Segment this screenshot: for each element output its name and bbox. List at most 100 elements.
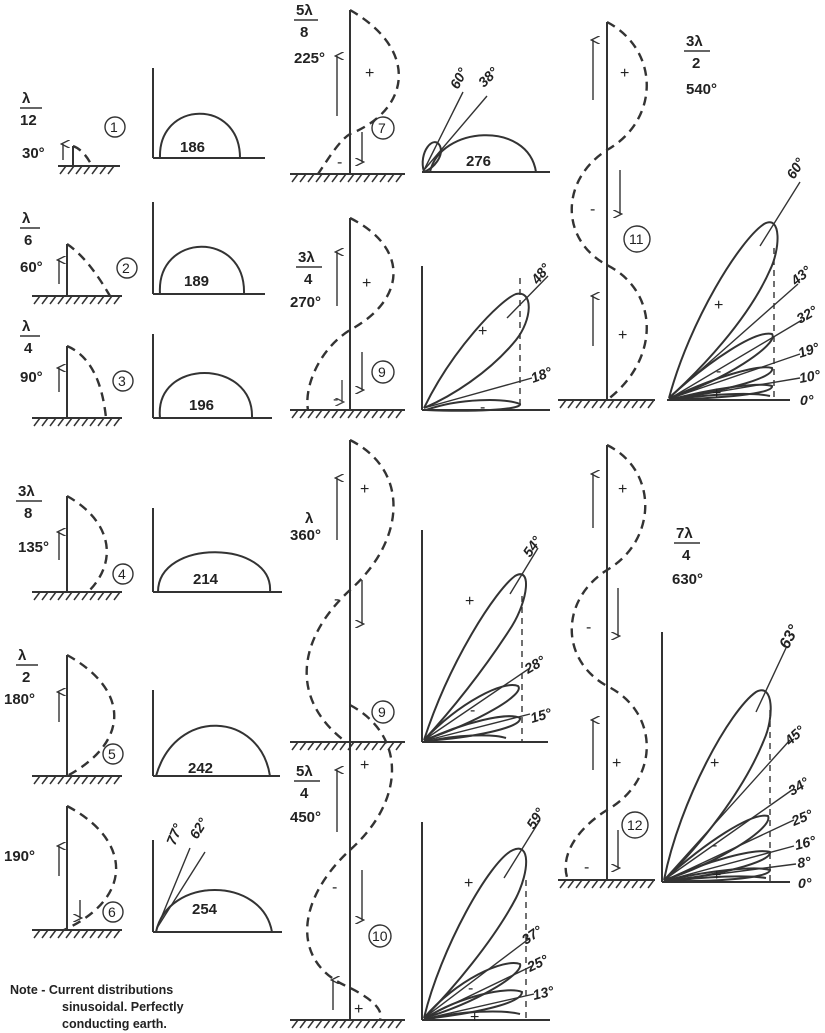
panel-9-fraction: λ (305, 510, 314, 527)
panel-6-angle-62: 62° (186, 815, 211, 842)
lobe-direction-line (423, 713, 531, 742)
current-distribution (317, 8, 400, 175)
polarity-sign: + (360, 481, 369, 498)
polarity-sign: - (586, 619, 591, 636)
panel-3-number: 3 (112, 370, 134, 392)
current-distribution (306, 216, 395, 411)
polarity-sign: - (470, 702, 475, 719)
radiation-lobe (423, 684, 520, 741)
panel-7-angle-60: 60° (447, 65, 471, 92)
panel-11-fraction-num: 3λ (686, 33, 703, 50)
panel-12-angle-25: 25° (788, 806, 815, 829)
polarity-sign: - (590, 201, 595, 218)
panel-12-number: 12 (621, 811, 649, 839)
radiation-lobe (155, 889, 273, 933)
lobe-direction-line (663, 789, 793, 881)
svg-text:6: 6 (108, 904, 116, 920)
polarity-sign: + (465, 593, 474, 610)
panel-1-degrees: 30° (22, 145, 45, 162)
panel-9-angle-15: 15° (528, 705, 553, 726)
panel-10-angle-25: 25° (524, 951, 551, 975)
lobe-direction-line (156, 847, 191, 929)
panel-11-angle-19: 19° (796, 339, 821, 361)
polarity-sign: - (480, 399, 485, 416)
panel-2-fraction-num: λ (22, 210, 31, 227)
panel-11: 3λ 2 540° + - + 11 60° 43° 32° 19° 10 (558, 20, 822, 409)
radiation-lobe (423, 847, 528, 1019)
svg-text:9: 9 (378, 704, 386, 720)
polarity-sign: + (712, 385, 721, 402)
panel-12: 7λ 4 630° + - + - 12 63° 45° (558, 443, 818, 891)
svg-text:2: 2 (122, 260, 130, 276)
svg-text:3: 3 (118, 373, 126, 389)
polarity-sign: + (612, 755, 621, 772)
panel-9-angle-28: 28° (521, 652, 549, 677)
panel-3-fraction-num: λ (22, 318, 31, 335)
lobe-direction-line (423, 667, 531, 741)
radiation-lobe (158, 245, 246, 295)
panel-11-angle-10: 10° (798, 366, 822, 386)
radiation-lobe (157, 551, 272, 593)
panel-12-degrees: 630° (672, 571, 703, 588)
panel-8-number: 9 (371, 360, 395, 384)
polarity-sign: + (714, 297, 723, 314)
panel-10-angle-59: 59° (523, 805, 548, 832)
panel-12-angle-63: 63° (777, 622, 804, 652)
radiation-lobe (665, 875, 767, 883)
lobe-direction-line (423, 91, 464, 171)
lobe-direction-line (423, 965, 533, 1019)
panel-1-number: 1 (104, 116, 126, 138)
radiation-lobe (663, 814, 770, 881)
note-line-2: sinusoidal. Perfectly (62, 1000, 184, 1014)
current-distribution (63, 804, 118, 932)
polarity-sign: - (334, 591, 339, 608)
svg-text:11: 11 (629, 231, 644, 247)
panel-8: 3λ 4 270° + - 9 48° 18° + - (290, 216, 554, 419)
panel-2-number: 2 (116, 257, 138, 279)
panel-1: λ 12 30° 1 186 (20, 68, 265, 175)
panel-8-degrees: 270° (290, 294, 321, 311)
polarity-sign: + (618, 327, 627, 344)
polarity-sign: - (584, 859, 589, 876)
panel-12-fraction-den: 4 (682, 547, 691, 564)
polarity-sign: + (464, 875, 473, 892)
lobe-direction-line (668, 283, 799, 399)
radiation-lobe (668, 221, 779, 399)
footnote: Note - Current distributions sinusoidal.… (10, 982, 184, 1033)
panel-11-angle-43: 43° (787, 262, 815, 289)
panel-12-angle-8: 8° (796, 853, 812, 871)
radiation-lobe (668, 383, 773, 401)
ground-hatch (59, 165, 115, 175)
panel-3-max-angle: 196 (189, 397, 214, 414)
radiation-lobe (425, 399, 522, 412)
radiation-lobe (425, 1010, 521, 1021)
panel-2: λ 6 60° 2 189 (20, 202, 265, 305)
current-distribution (66, 344, 108, 419)
panel-7-degrees: 225° (294, 50, 325, 67)
panel-4-fraction-num: 3λ (18, 483, 35, 500)
polarity-sign: + (710, 755, 719, 772)
svg-text:1: 1 (110, 119, 118, 135)
polarity-sign: - (712, 837, 717, 854)
panel-4-degrees: 135° (18, 539, 49, 556)
panel-6-number: 6 (102, 901, 124, 923)
polarity-sign: - (716, 363, 721, 380)
polarity-sign: - (332, 879, 337, 896)
panel-8-fraction-den: 4 (304, 271, 313, 288)
current-distribution (72, 144, 94, 167)
current-distribution (570, 20, 648, 401)
current-distribution (564, 443, 648, 881)
polarity-sign: + (620, 65, 629, 82)
panel-7-fraction-num: 5λ (296, 2, 313, 19)
panel-5-max-angle: 242 (188, 760, 213, 777)
current-distribution (66, 494, 108, 593)
lobe-direction-line (668, 353, 801, 400)
svg-text:12: 12 (627, 817, 643, 833)
panel-4-fraction-den: 8 (24, 505, 32, 522)
lobe-direction-line (506, 275, 549, 319)
radiation-lobe (158, 112, 241, 159)
note-line-1: Note - Current distributions (10, 983, 174, 997)
panel-7-fraction-den: 8 (300, 24, 308, 41)
panel-4-max-angle: 214 (193, 571, 219, 588)
lobe-direction-line (503, 819, 541, 879)
